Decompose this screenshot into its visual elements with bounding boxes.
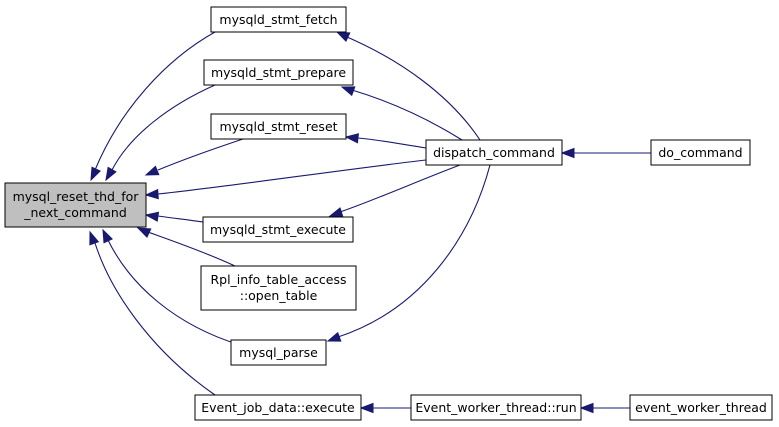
edge-prepare-to-reset xyxy=(105,84,216,182)
edge-parse-to-reset xyxy=(102,228,241,346)
edge-worker_run-to-event_job xyxy=(359,402,411,414)
node-mysqld-stmt-reset[interactable]: mysqld_stmt_reset xyxy=(210,113,347,140)
node-label-line-2: _next_command xyxy=(23,205,127,220)
edge-dispatch-to-stmt_reset xyxy=(344,133,427,149)
edge-line xyxy=(107,239,241,346)
edge-dispatch-to-parse xyxy=(326,164,491,342)
edge-event_job-to-reset xyxy=(89,230,216,396)
node-label: mysqld_stmt_reset xyxy=(219,119,337,134)
edge-line xyxy=(337,164,491,338)
edge-line xyxy=(346,36,481,141)
edge-line xyxy=(111,84,216,171)
edge-line xyxy=(147,231,236,267)
arrowhead-icon xyxy=(144,188,159,200)
edge-line xyxy=(94,31,216,171)
node-mysql-reset-thd-for-next-command[interactable]: mysql_reset_thd_for _next_command xyxy=(4,182,147,228)
node-event-job-data-execute[interactable]: Event_job_data::execute xyxy=(194,394,362,421)
node-mysqld-stmt-execute[interactable]: mysqld_stmt_execute xyxy=(202,216,354,243)
arrowhead-icon xyxy=(560,147,575,159)
edge-worker_thread-to-worker_run xyxy=(579,402,630,414)
edge-do_command-to-dispatch xyxy=(560,147,651,159)
edge-dispatch-to-reset xyxy=(144,159,427,200)
edge-layer xyxy=(89,31,651,414)
edge-dispatch-to-execute xyxy=(328,164,461,218)
edge-line xyxy=(357,137,427,149)
node-label-line-1: Rpl_info_table_access xyxy=(210,272,346,287)
arrowhead-icon xyxy=(144,165,160,176)
node-label-line-2: ::open_table xyxy=(240,288,318,303)
node-label: event_worker_thread xyxy=(635,400,767,415)
edge-stmt_reset-to-reset xyxy=(144,138,244,176)
node-do-command[interactable]: do_command xyxy=(650,139,751,166)
arrowhead-icon xyxy=(105,166,117,182)
arrowhead-icon xyxy=(326,331,342,342)
arrowhead-icon xyxy=(90,166,102,182)
node-rpl-info-table-access-open-table[interactable]: Rpl_info_table_access ::open_table xyxy=(200,265,357,311)
arrowhead-icon xyxy=(144,211,160,222)
node-label: mysqld_stmt_fetch xyxy=(219,12,337,27)
arrowhead-icon xyxy=(335,31,351,43)
arrowhead-icon xyxy=(328,207,344,218)
edge-dispatch-to-fetch xyxy=(335,31,481,141)
arrowhead-icon xyxy=(89,230,100,246)
edge-line xyxy=(157,138,244,171)
arrowhead-icon xyxy=(340,86,356,97)
edge-line xyxy=(339,164,461,213)
arrowhead-icon xyxy=(344,133,359,144)
edge-line xyxy=(94,242,216,396)
node-mysqld-stmt-fetch[interactable]: mysqld_stmt_fetch xyxy=(210,6,347,33)
node-event-worker-thread[interactable]: event_worker_thread xyxy=(629,394,773,421)
edge-line xyxy=(157,215,204,223)
node-mysqld-stmt-prepare[interactable]: mysqld_stmt_prepare xyxy=(203,59,354,86)
arrowhead-icon xyxy=(102,228,114,244)
node-label: mysqld_stmt_execute xyxy=(210,222,346,237)
edge-dispatch-to-prepare xyxy=(340,86,463,141)
arrowhead-icon xyxy=(136,227,152,239)
edge-line xyxy=(157,159,427,195)
node-label: dispatch_command xyxy=(433,145,555,160)
arrowhead-icon xyxy=(579,402,594,414)
edge-rpl-to-reset xyxy=(136,227,236,267)
edge-fetch-to-reset xyxy=(90,31,216,182)
node-mysql-parse[interactable]: mysql_parse xyxy=(230,339,327,366)
edge-execute-to-reset xyxy=(144,211,204,223)
node-dispatch-command[interactable]: dispatch_command xyxy=(425,139,563,166)
node-label: Event_worker_thread::run xyxy=(415,400,576,415)
node-label: mysqld_stmt_prepare xyxy=(211,65,346,80)
edge-line xyxy=(351,89,463,141)
node-event-worker-thread-run[interactable]: Event_worker_thread::run xyxy=(410,394,582,421)
node-label-line-1: mysql_reset_thd_for xyxy=(13,189,140,204)
node-label: do_command xyxy=(658,145,742,160)
node-label: Event_job_data::execute xyxy=(201,400,355,415)
node-label: mysql_parse xyxy=(239,345,318,360)
arrowhead-icon xyxy=(359,402,374,414)
